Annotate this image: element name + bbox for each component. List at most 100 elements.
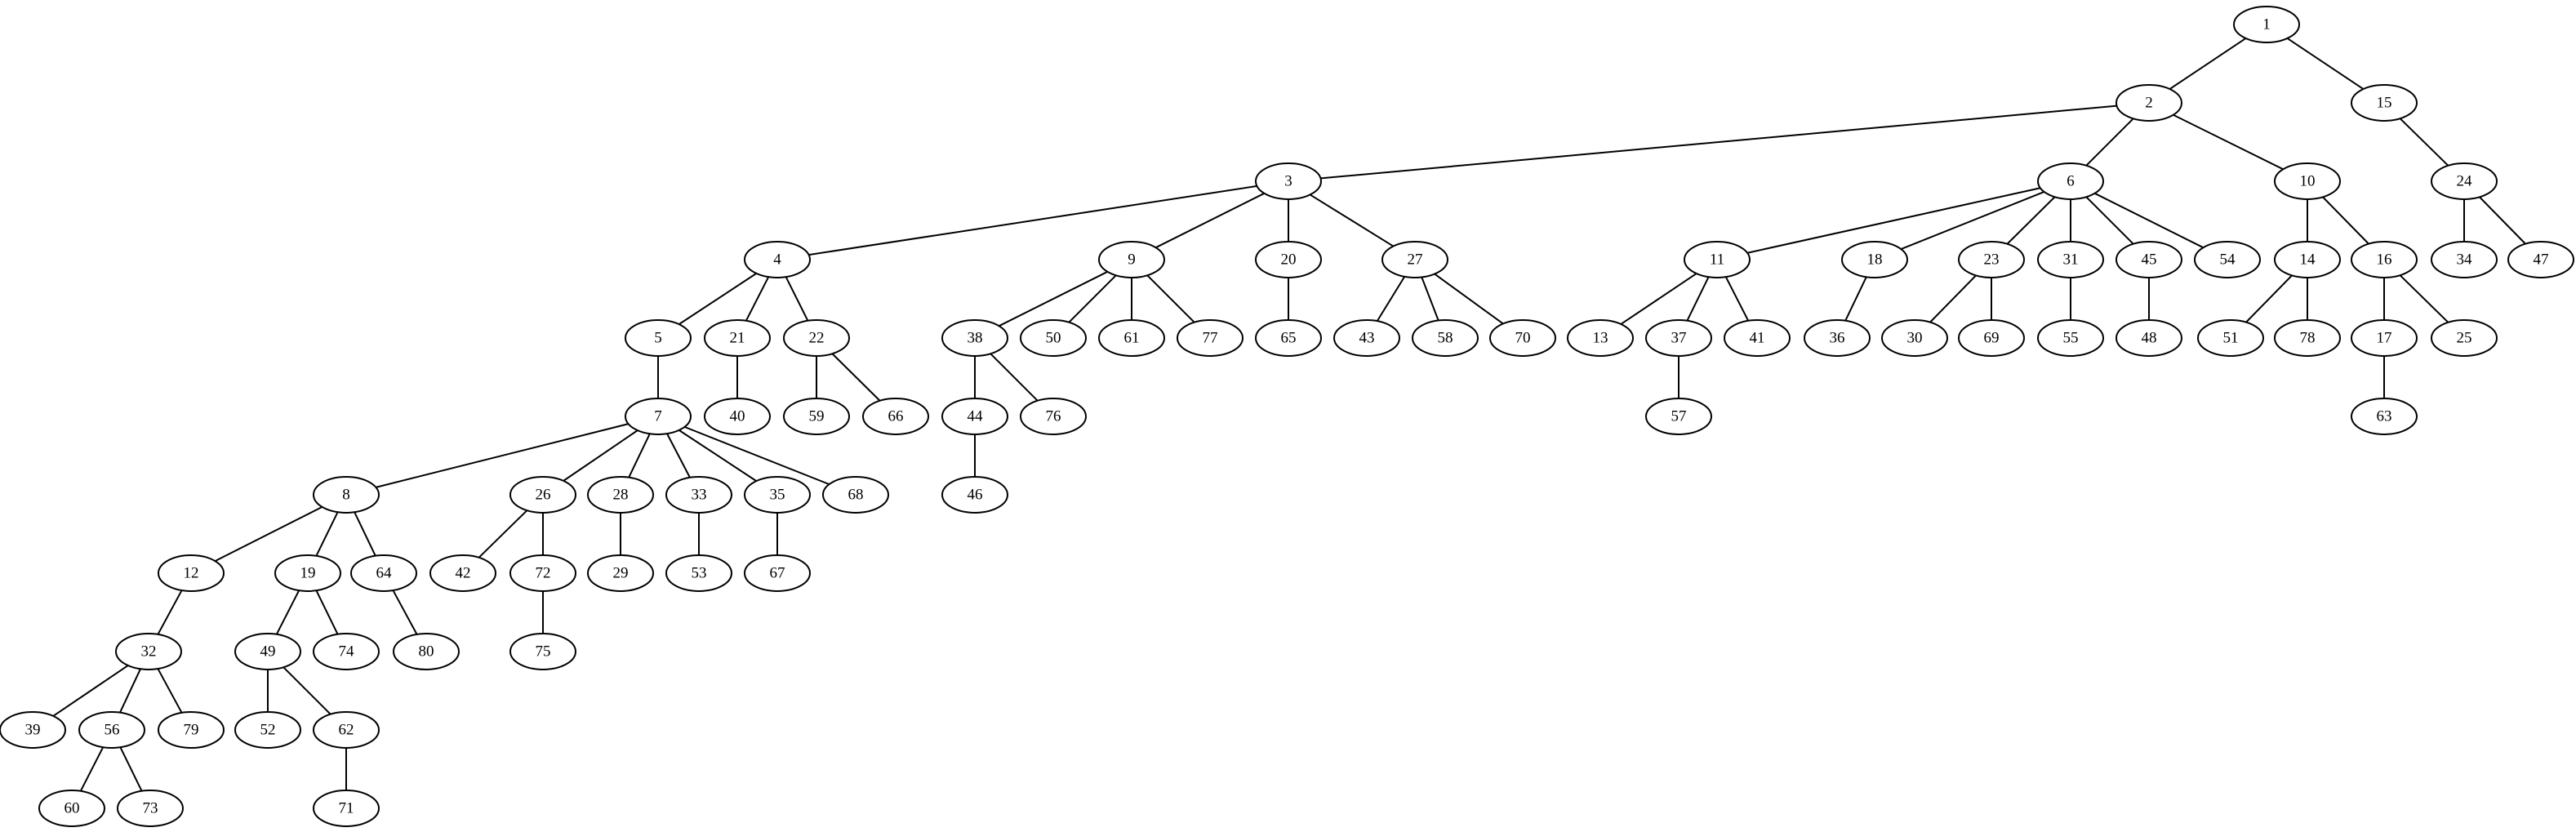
node-ellipse [744,241,811,278]
node-label: 36 [1830,330,1845,347]
node-label: 66 [888,408,904,425]
edge-19-49 [275,590,300,635]
tree-node-7: 7 [625,398,692,435]
node-label: 31 [2063,251,2079,269]
tree-node-40: 40 [704,398,771,435]
tree-node-10: 10 [2274,162,2341,200]
node-ellipse [2351,241,2418,278]
tree-node-20: 20 [1255,241,1322,278]
node-ellipse [2233,6,2300,43]
tree-node-79: 79 [158,711,225,749]
edge-9-38 [999,270,1108,327]
edge-38-76 [990,353,1039,402]
tree-node-46: 46 [941,476,1008,514]
tree-node-65: 65 [1255,319,1322,357]
edge-32-39 [52,665,129,717]
node-label: 63 [2377,408,2392,425]
node-label: 25 [2457,330,2472,347]
node-label: 10 [2300,173,2316,190]
node-ellipse [625,398,692,435]
node-ellipse [1804,319,1871,357]
tree-node-66: 66 [862,398,929,435]
tree-node-67: 67 [744,554,811,592]
edge-22-66 [831,353,881,402]
node-label: 80 [419,643,434,661]
node-ellipse [2274,162,2341,200]
node-label: 30 [1907,330,1923,347]
node-label: 23 [1984,251,2000,269]
node-label: 64 [376,565,393,582]
tree-node-57: 57 [1645,398,1712,435]
node-ellipse [313,790,380,827]
tree-node-47: 47 [2507,241,2574,278]
edge-18-36 [1844,276,1867,322]
node-label: 45 [2142,251,2157,269]
tree-node-24: 24 [2431,162,2498,200]
tree-node-51: 51 [2197,319,2264,357]
edge-56-60 [79,746,105,792]
node-label: 3 [1284,173,1292,190]
tree-node-60: 60 [38,790,105,827]
tree-node-32: 32 [115,633,182,670]
tree-node-53: 53 [665,554,732,592]
tree-node-44: 44 [941,398,1008,435]
edge-9-77 [1146,274,1195,323]
tree-node-45: 45 [2116,241,2182,278]
tree-node-68: 68 [822,476,889,514]
edge-11-41 [1724,276,1750,322]
edge-16-25 [2399,274,2449,323]
node-ellipse [1381,241,1448,278]
tree-node-5: 5 [625,319,692,357]
tree-node-69: 69 [1958,319,2025,357]
node-label: 77 [1203,330,1218,347]
tree-node-56: 56 [78,711,145,749]
node-label: 2 [2145,95,2153,112]
node-ellipse [274,554,341,592]
edge-14-51 [2245,274,2293,323]
node-ellipse [313,476,380,514]
node-ellipse [158,554,225,592]
edge-7-26 [563,429,638,482]
tree-node-42: 42 [429,554,496,592]
node-label: 73 [143,800,158,817]
tree-node-73: 73 [117,790,184,827]
edge-9-50 [1068,274,1117,323]
node-label: 35 [770,487,785,504]
tree-node-12: 12 [158,554,225,592]
node-label: 68 [848,487,864,504]
node-label: 34 [2457,251,2473,269]
node-label: 47 [2534,251,2549,269]
edge-19-74 [315,590,339,635]
node-label: 76 [1046,408,1061,425]
tree-node-27: 27 [1381,241,1448,278]
node-ellipse [2037,162,2104,200]
edge-12-32 [157,590,183,635]
tree-node-76: 76 [1020,398,1087,435]
node-label: 65 [1281,330,1297,347]
node-ellipse [429,554,496,592]
edge-1-15 [2286,38,2365,90]
node-ellipse [2116,84,2182,122]
edge-6-23 [2006,196,2056,245]
tree-node-18: 18 [1841,241,1908,278]
node-ellipse [115,633,182,670]
node-ellipse [2116,319,2182,357]
node-label: 62 [339,722,354,739]
tree-node-1: 1 [2233,6,2300,43]
node-label: 44 [968,408,984,425]
edge-1-2 [2169,38,2247,90]
node-label: 33 [692,487,707,504]
node-label: 78 [2300,330,2316,347]
node-ellipse [1958,241,2025,278]
node-ellipse [117,790,184,827]
tree-node-13: 13 [1567,319,1634,357]
tree-node-11: 11 [1684,241,1751,278]
tree-node-50: 50 [1020,319,1087,357]
node-label: 67 [770,565,785,582]
node-label: 52 [260,722,276,739]
node-label: 12 [184,565,199,582]
node-label: 43 [1359,330,1375,347]
node-ellipse [2274,241,2341,278]
